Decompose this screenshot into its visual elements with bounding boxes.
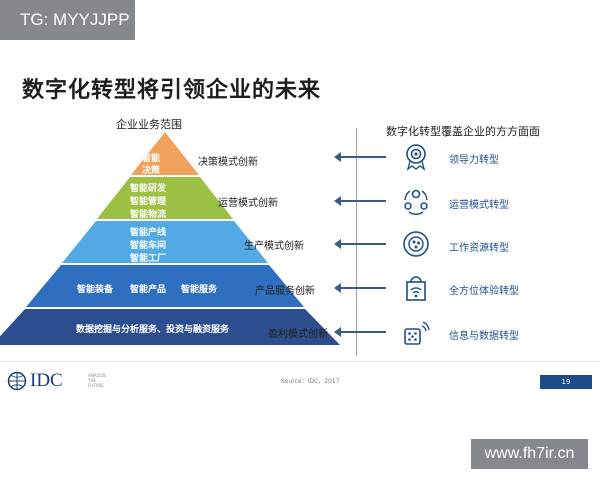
footer-divider — [0, 361, 600, 362]
idc-tagline: ANALYZE THE FUTURE — [88, 373, 106, 388]
innovation-label: 决策模式创新 — [198, 157, 258, 168]
innovation-label: 盈利模式创新 — [268, 329, 328, 340]
arrow-left-icon — [334, 239, 386, 249]
pyramid-level-2 — [97, 177, 233, 219]
pyramid-text: 智能物流 — [130, 210, 167, 220]
source-note: Source：IDC，2017 — [281, 378, 340, 385]
page-number: 19 — [540, 375, 592, 389]
data-icon — [404, 321, 430, 345]
slide-title: 数字化转型将引领企业的未来 — [22, 78, 322, 103]
innovation-label: 生产模式创新 — [244, 241, 304, 252]
transformation-label: 全方位体验转型 — [449, 286, 519, 297]
innovation-label: 运营模式创新 — [218, 198, 278, 209]
pyramid-level-4 — [26, 265, 304, 307]
pyramid-text: 智能服务 — [181, 285, 218, 295]
pyramid-text: 智能产线 — [130, 228, 167, 238]
pyramid-level-5 — [0, 309, 340, 345]
pyramid-text: 智能工厂 — [130, 254, 167, 264]
operations-icon — [404, 189, 428, 215]
innovation-label: 产品服务创新 — [255, 286, 315, 297]
transformation-heading: 数字化转型覆盖企业的方方面面 — [386, 125, 540, 138]
pyramid-text: 智能装备 — [77, 285, 114, 295]
pyramid-text: 智能车间 — [130, 241, 167, 251]
idc-globe-logo — [7, 371, 27, 391]
divider-line — [356, 128, 357, 356]
transformation-label: 运营模式转型 — [449, 200, 509, 211]
arrow-left-icon — [334, 152, 386, 162]
pyramid-text: 数据挖掘与分析服务、投资与融资服务 — [76, 325, 230, 335]
idc-logo-text: IDC — [30, 370, 63, 391]
pyramid-level-1 — [131, 132, 199, 175]
arrow-left-icon — [334, 283, 386, 293]
pyramid-text: 决策 — [142, 166, 161, 176]
pyramid-text: 智能产品 — [130, 285, 167, 295]
transformation-label: 信息与数据转型 — [449, 331, 519, 342]
arrow-left-icon — [334, 196, 386, 206]
watermark-bottom: www.fh7ir.cn — [471, 439, 588, 469]
resources-icon — [403, 231, 429, 257]
pyramid-text: 智能研发 — [130, 184, 167, 194]
business-scope-heading: 企业业务范围 — [116, 118, 182, 131]
arrow-left-icon — [334, 327, 386, 337]
pyramid-text: 智能管理 — [130, 197, 167, 207]
transformation-label: 工作资源转型 — [449, 243, 509, 254]
leadership-icon — [406, 144, 426, 171]
watermark-top: TG: MYYJJPP — [0, 0, 135, 40]
pyramid-text: 智能 — [142, 154, 161, 164]
experience-icon — [406, 276, 426, 301]
pyramid-level-3 — [62, 221, 268, 263]
transformation-label: 领导力转型 — [449, 155, 499, 166]
